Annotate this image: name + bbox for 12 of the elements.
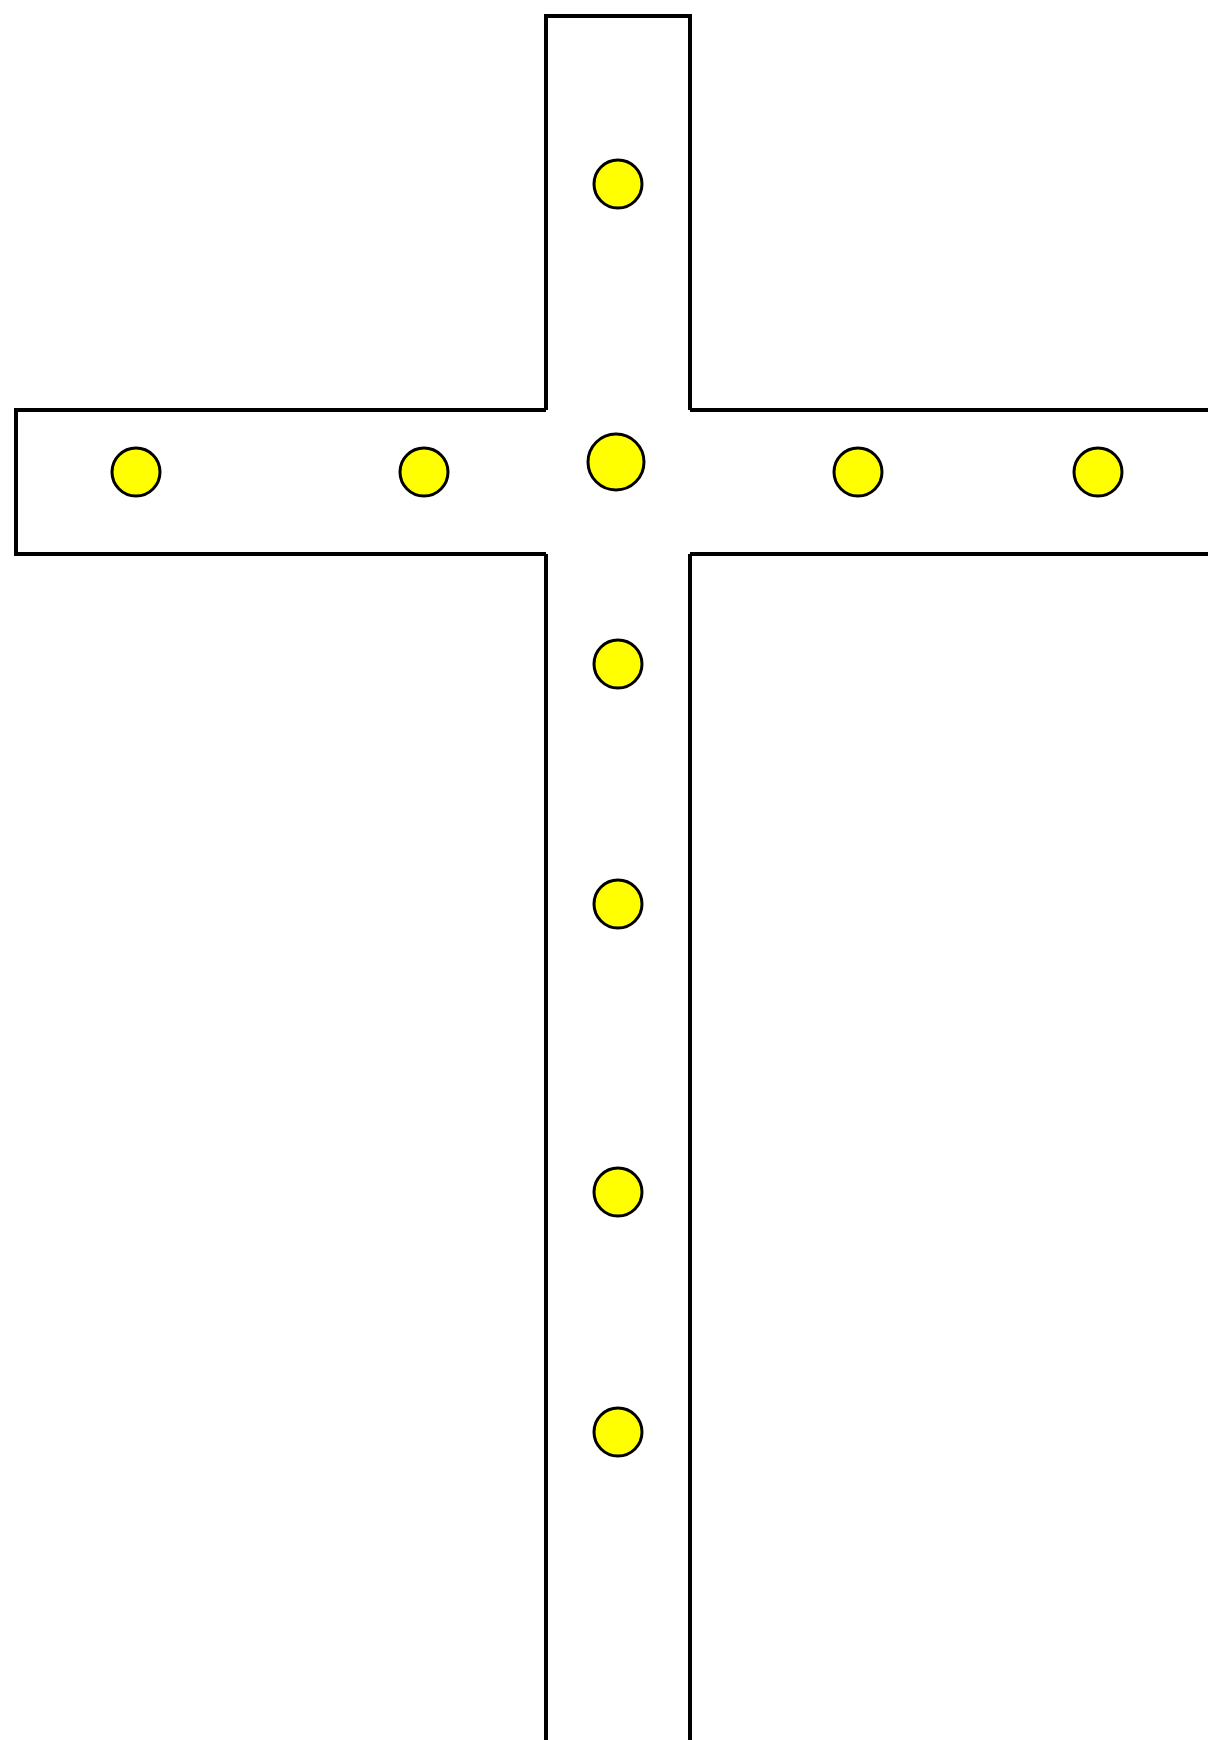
dot <box>110 446 162 498</box>
dot <box>592 878 644 930</box>
dot <box>592 158 644 210</box>
dot <box>398 446 450 498</box>
cross-beam <box>544 14 692 1740</box>
dot <box>592 1166 644 1218</box>
dot <box>592 638 644 690</box>
dot <box>1072 446 1124 498</box>
dot <box>586 432 646 492</box>
cross-beam <box>14 408 1208 556</box>
dot <box>832 446 884 498</box>
dot <box>592 1406 644 1458</box>
